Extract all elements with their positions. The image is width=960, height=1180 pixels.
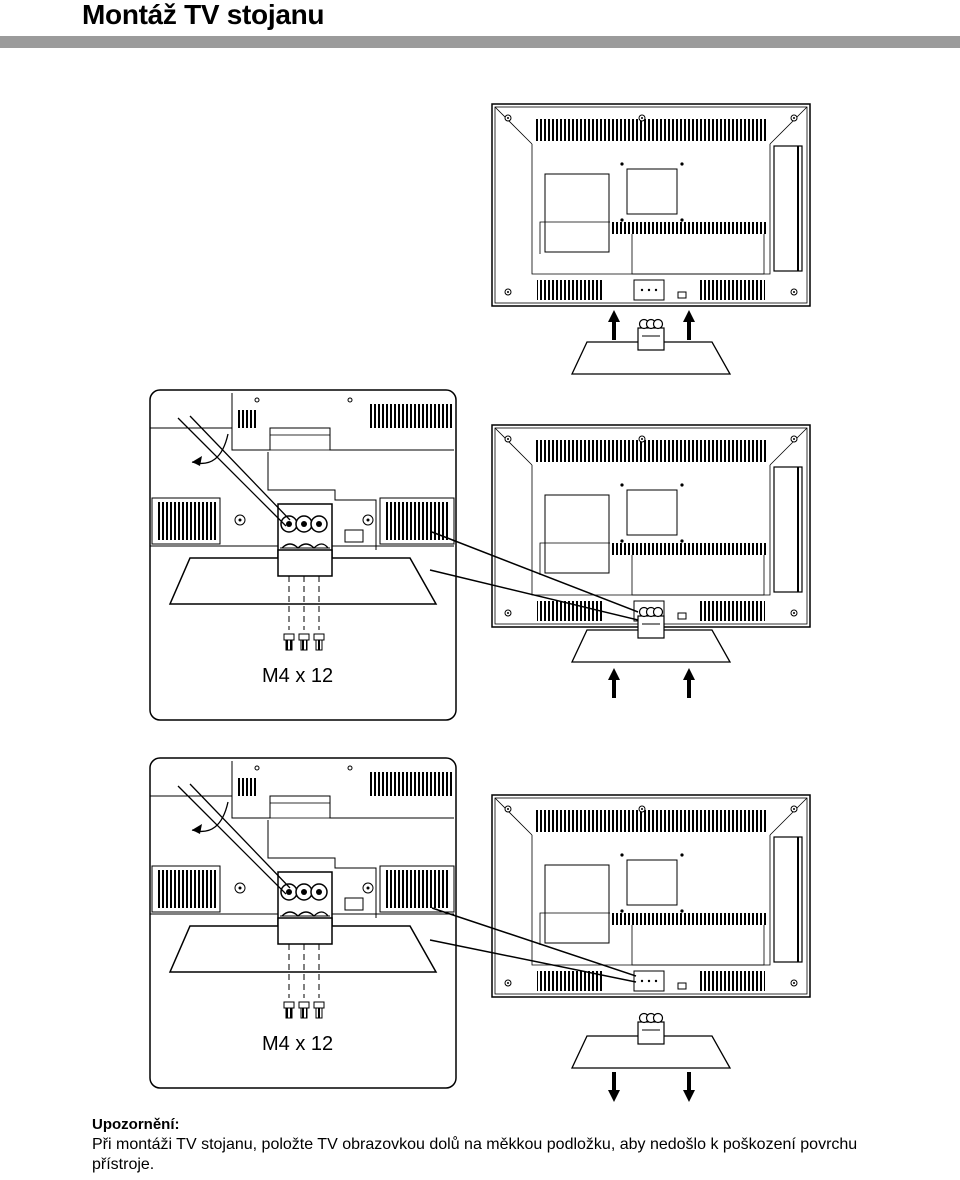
tv-stand-1 — [571, 318, 731, 375]
note-heading: Upozornění: — [92, 1116, 180, 1133]
screw-size-label: M4 x 12 — [262, 1033, 333, 1055]
callout-line — [431, 907, 637, 977]
title-accent-bar — [0, 36, 960, 48]
screw-size-label: M4 x 12 — [262, 665, 333, 687]
page-title: Montáž TV stojanu — [82, 0, 325, 30]
arrow-up-icon — [683, 310, 695, 340]
detail-panel-1: M4 x 12 — [149, 389, 457, 721]
arrow-down-icon — [608, 1072, 620, 1102]
callout-line — [429, 939, 637, 983]
arrow-up-icon — [608, 668, 620, 698]
tv-back-view-3 — [491, 794, 811, 998]
note-text: Při montáži TV stojanu, položte TV obraz… — [92, 1136, 858, 1173]
tv-stand-3 — [571, 1012, 731, 1069]
detail-panel-2: M4 x 12 — [149, 757, 457, 1089]
arrow-up-icon — [683, 668, 695, 698]
arrow-up-icon — [608, 310, 620, 340]
tv-back-view-1 — [491, 103, 811, 307]
callout-line — [431, 531, 639, 613]
callout-line — [429, 569, 639, 621]
arrow-down-icon — [683, 1072, 695, 1102]
